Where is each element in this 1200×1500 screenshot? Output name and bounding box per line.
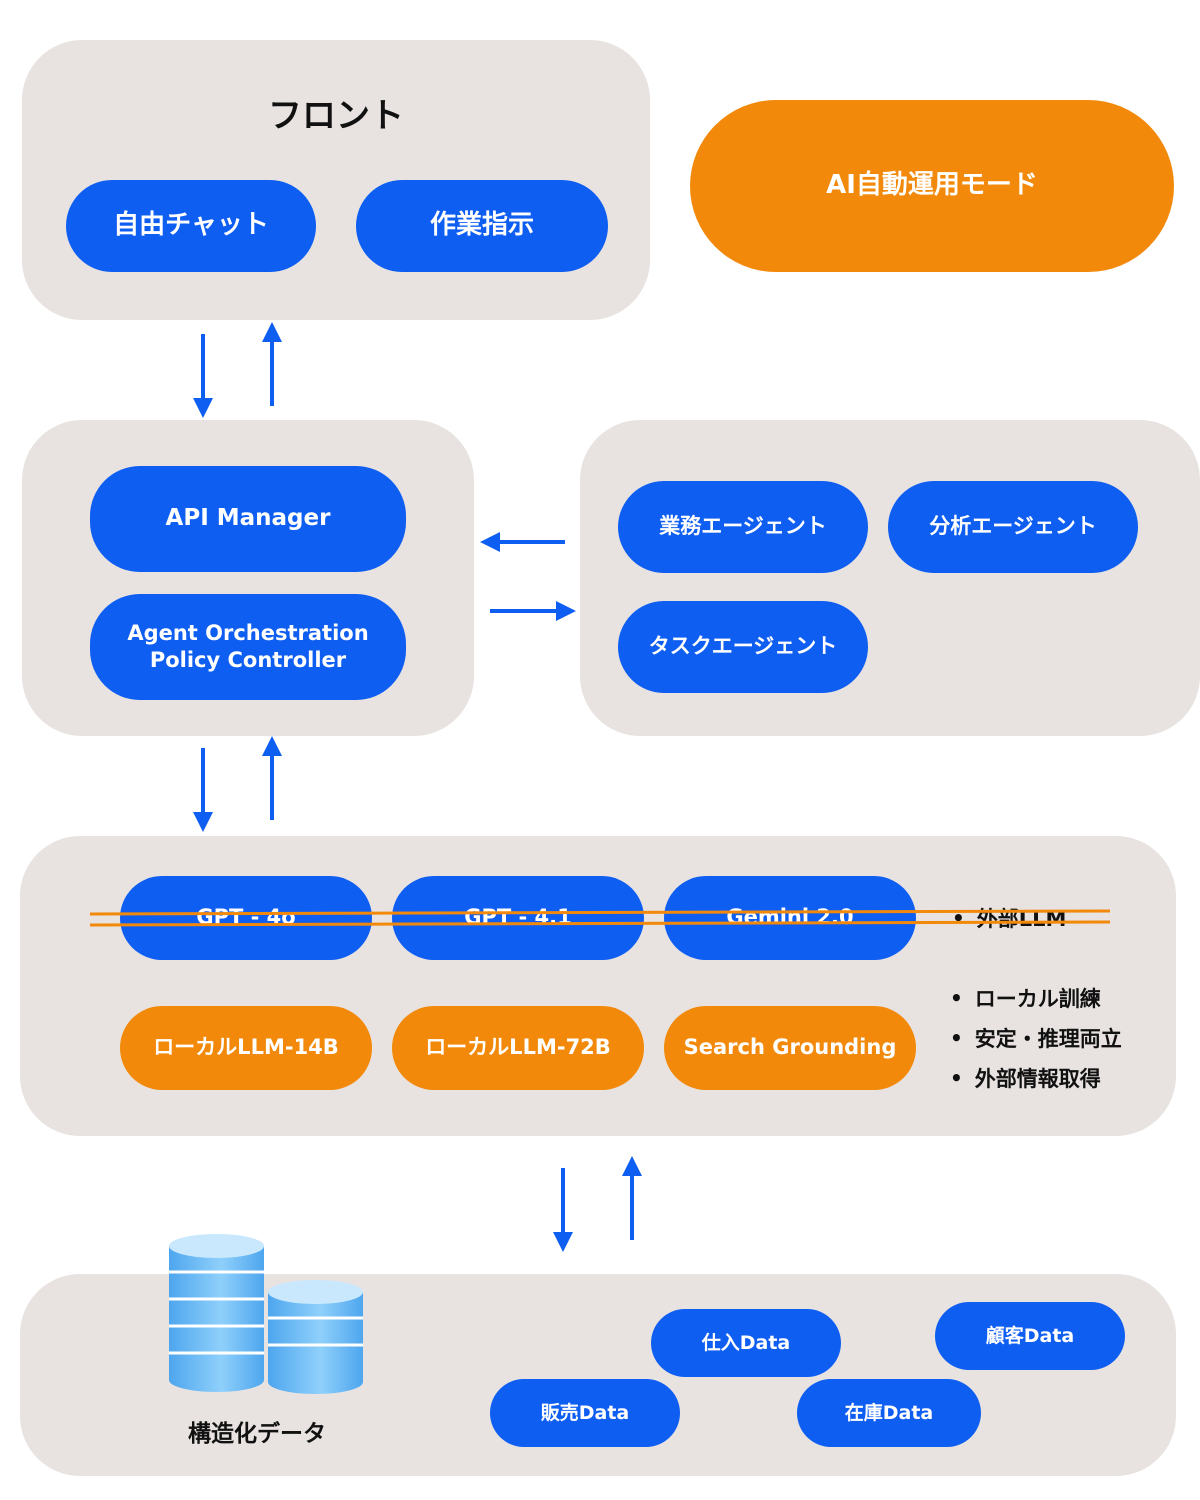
- structured-data-label: 構造化データ: [188, 1421, 326, 1447]
- database-icon-large: [169, 1234, 264, 1392]
- database-icon-small: [268, 1280, 363, 1394]
- task-agent[interactable]: タスクエージェント: [618, 601, 868, 693]
- feature-list: ローカル訓練 安定・推理両立 外部情報取得: [950, 978, 1122, 1098]
- feature-stable-reasoning: 安定・推理両立: [950, 1018, 1122, 1058]
- strike-line-top: [89, 909, 1111, 916]
- free-chat-button[interactable]: 自由チャット: [66, 180, 316, 272]
- ai-auto-mode[interactable]: AI自動運用モード: [690, 100, 1174, 272]
- gpt-4-1-model[interactable]: GPT - 4.1: [392, 876, 644, 960]
- gpt-4o-model[interactable]: GPT - 4o: [120, 876, 372, 960]
- inventory-data[interactable]: 在庫Data: [797, 1379, 981, 1447]
- analysis-agent[interactable]: 分析エージェント: [888, 481, 1138, 573]
- local-llm-14b[interactable]: ローカルLLM-14B: [120, 1006, 372, 1090]
- gemini-model[interactable]: Gemini 2.0: [664, 876, 916, 960]
- local-llm-72b[interactable]: ローカルLLM-72B: [392, 1006, 644, 1090]
- customer-data[interactable]: 顧客Data: [935, 1302, 1125, 1370]
- search-grounding[interactable]: Search Grounding: [664, 1006, 916, 1090]
- business-agent[interactable]: 業務エージェント: [618, 481, 868, 573]
- sales-data[interactable]: 販売Data: [490, 1379, 680, 1447]
- purchase-data[interactable]: 仕入Data: [651, 1309, 841, 1377]
- feature-local-training: ローカル訓練: [950, 978, 1122, 1018]
- api-manager[interactable]: API Manager: [90, 466, 406, 572]
- strike-line-bottom: [89, 920, 1111, 927]
- feature-external-info: 外部情報取得: [950, 1058, 1122, 1098]
- agent-orchestration-controller[interactable]: Agent Orchestration Policy Controller: [90, 594, 406, 700]
- front-title: フロント: [268, 96, 404, 136]
- work-instruction-button[interactable]: 作業指示: [356, 180, 608, 272]
